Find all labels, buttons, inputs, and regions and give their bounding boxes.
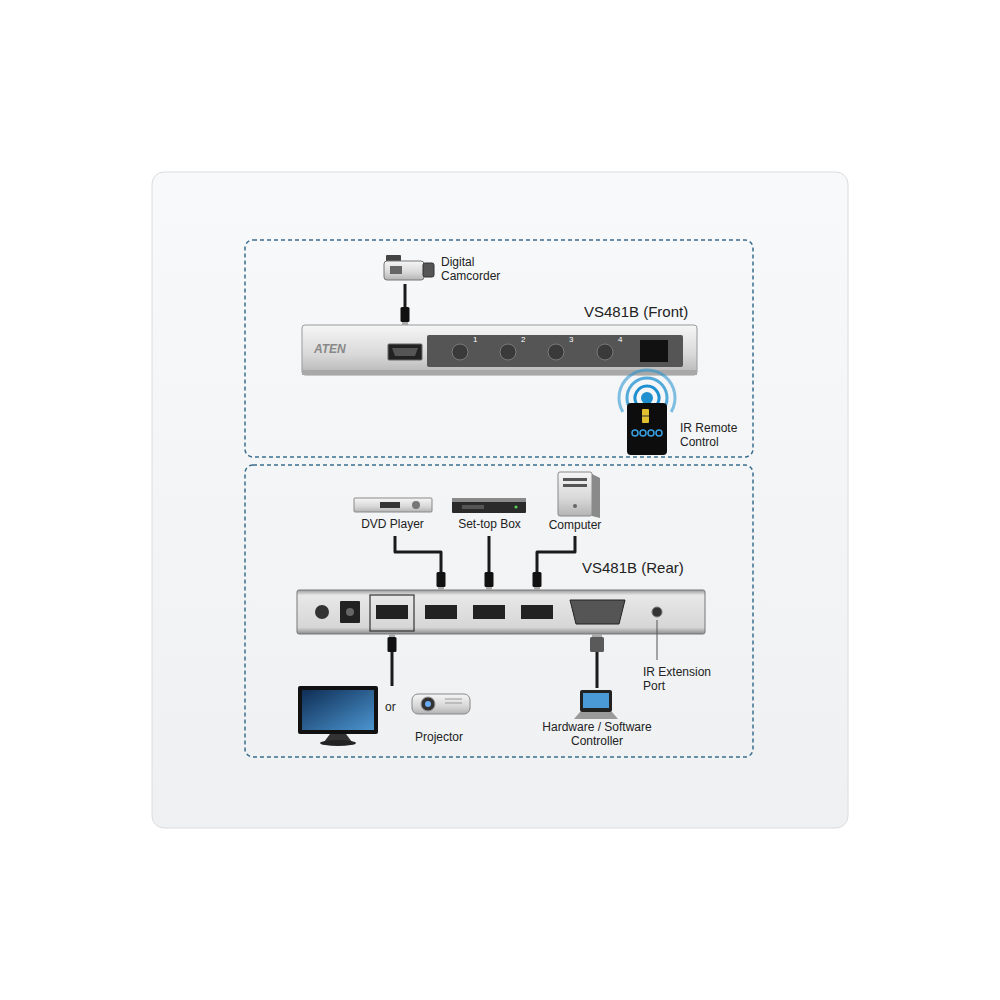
- device-node: DVD Player: [350, 495, 435, 536]
- set-top-box-icon: [452, 498, 526, 513]
- cable-line: [395, 536, 441, 590]
- cable-plug: [388, 637, 397, 652]
- device-label: Hardware / Software Controller: [530, 720, 664, 748]
- rear-switch-body: [297, 590, 705, 634]
- cable-plug: [437, 572, 446, 587]
- plug-tip: [592, 634, 602, 637]
- cable-connector: [533, 536, 576, 590]
- button-number: 3: [569, 335, 573, 345]
- cable-connector: [388, 634, 397, 686]
- plug-tip: [534, 587, 540, 590]
- brand-logo: ATEN: [314, 342, 346, 356]
- remote-node: IR Remote Control: [627, 403, 667, 455]
- monitor-icon: [298, 686, 378, 746]
- camcorder-icon: [384, 255, 434, 280]
- device-node: Computer: [540, 470, 610, 536]
- device-label: DVD Player: [350, 517, 435, 531]
- device-title: VS481B (Rear): [582, 559, 684, 577]
- cable-connector: [590, 634, 604, 688]
- cable-connector: [401, 284, 410, 325]
- plug-tip: [486, 587, 492, 590]
- device-label: Projector: [415, 730, 463, 744]
- front-panel-frame: [245, 240, 753, 457]
- device-title: VS481B (Front): [584, 303, 688, 321]
- switch-front-node: VS481B (Front)ATEN1234: [302, 325, 697, 375]
- rear-panel-frame: [245, 465, 753, 757]
- controller-icon: [574, 690, 618, 719]
- switch-rear-node: VS481B (Rear): [297, 590, 705, 634]
- plug-tip: [402, 322, 408, 325]
- cable-plug: [485, 572, 494, 587]
- plug-tip: [438, 587, 444, 590]
- cable-line: [537, 536, 575, 590]
- device-label: Computer: [540, 518, 610, 532]
- port-label: IR Extension Port: [643, 665, 717, 693]
- cable-connector: [395, 536, 446, 590]
- device-label: Set-top Box: [447, 517, 532, 531]
- display-node: Projector: [298, 686, 476, 748]
- button-number: 2: [521, 335, 525, 345]
- card: [152, 172, 848, 828]
- leader-line: [657, 620, 658, 660]
- device-node: Digital Camcorder: [380, 252, 510, 284]
- cable-plug: [401, 307, 410, 322]
- computer-icon: [558, 472, 600, 518]
- device-node: Hardware / Software Controller: [530, 688, 664, 750]
- plug-tip: [389, 634, 395, 637]
- button-number: 1: [473, 335, 477, 345]
- front-switch-body: [302, 325, 697, 375]
- cable-plug: [590, 637, 604, 652]
- device-label: IR Remote Control: [680, 421, 744, 449]
- conjunction-label: or: [385, 700, 396, 714]
- cable-plug: [533, 572, 542, 587]
- device-node: Set-top Box: [452, 495, 527, 536]
- dvd-icon: [354, 498, 432, 512]
- cable-connector: [485, 536, 494, 590]
- device-label: Digital Camcorder: [441, 255, 507, 283]
- remote-icon: [627, 403, 667, 455]
- button-number: 4: [618, 335, 622, 345]
- projector-icon: [412, 694, 470, 714]
